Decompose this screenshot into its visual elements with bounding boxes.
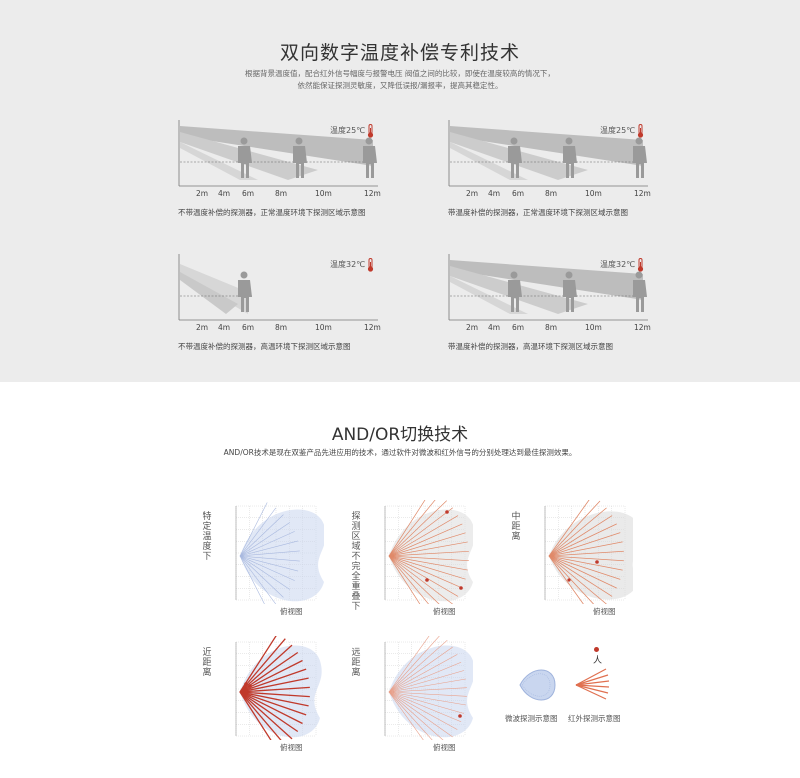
detection-panel: 温度25℃ 2m 4m 6m 8m 10m 12m 不带温度补偿的探测器，正常温度环境下探… (178, 118, 468, 218)
diagram-label: 近距离 (202, 648, 212, 678)
detection-pattern-diagram (544, 500, 633, 604)
person-silhouette (563, 137, 577, 178)
microwave-pattern-icon (519, 669, 556, 701)
person-silhouette (633, 137, 647, 178)
section1-title: 双向数字温度补偿专利技术 (279, 42, 520, 64)
distance-tick: 10m (585, 189, 602, 198)
diagram-label: 远距离 (351, 648, 361, 678)
infrared-pattern-icon (575, 668, 610, 700)
distance-tick: 2m (196, 323, 209, 332)
distance-tick: 8m (275, 189, 288, 198)
top-view-label: 俯视图 (433, 607, 456, 616)
distance-tick: 12m (634, 189, 651, 198)
distance-tick: 2m (466, 323, 479, 332)
distance-tick: 8m (275, 323, 288, 332)
detection-panel: 温度32℃ 2m 4m 6m 8m 10m 12m 不带温度补偿的探测器，高温环境下探测区… (178, 252, 468, 352)
distance-tick: 4m (218, 189, 231, 198)
section2-description: AND/OR技术是现在双鉴产品先进应用的技术，通过软件对微波和红外信号的分别处理… (223, 448, 577, 457)
person-silhouette (563, 271, 577, 312)
detection-zone-diagram (448, 120, 648, 187)
distance-tick: 8m (545, 323, 558, 332)
distance-tick: 6m (512, 189, 525, 198)
distance-tick: 6m (242, 323, 255, 332)
panel-caption: 带温度补偿的探测器，高温环境下探测区域示意图 (448, 342, 613, 351)
top-view-label: 俯视图 (280, 607, 303, 616)
distance-tick: 2m (466, 189, 479, 198)
thermometer-icon (637, 258, 644, 272)
diagram-label: 中距离 (511, 512, 521, 542)
detection-zone-diagram (178, 254, 378, 321)
thermometer-icon (367, 258, 374, 272)
detection-zone-diagram (178, 120, 378, 187)
temperature-label: 温度32℃ (600, 260, 636, 269)
legend-infrared-label: 红外探测示意图 (568, 714, 621, 723)
thermometer-icon (367, 124, 374, 138)
distance-tick: 6m (512, 323, 525, 332)
top-view-label: 俯视图 (280, 743, 303, 752)
intro-line-2: 依然能保证探测灵敏度，又降低误报/漏报率，提高其稳定性。 (297, 81, 503, 90)
intro-line-1: 根据背景温度值，配合红外信号幅度与报警电压 阀值之间的比较，即使在温度较高的情况… (245, 69, 555, 78)
section2-title: AND/OR切换技术 (331, 425, 469, 445)
thermometer-icon (637, 124, 644, 138)
panel-caption: 带温度补偿的探测器，正常温度环境下探测区域示意图 (448, 208, 628, 217)
top-view-label: 俯视图 (593, 607, 616, 616)
temperature-label: 温度32℃ (330, 260, 366, 269)
detection-zone-diagram (448, 254, 648, 321)
distance-tick: 12m (364, 189, 381, 198)
distance-tick: 10m (315, 323, 332, 332)
detection-pattern-diagram (384, 636, 473, 740)
person-silhouette (363, 137, 377, 178)
temperature-label: 温度25℃ (600, 126, 636, 135)
distance-tick: 12m (634, 323, 651, 332)
panel-caption: 不带温度补偿的探测器，正常温度环境下探测区域示意图 (178, 208, 366, 217)
detection-pattern-diagram (235, 502, 324, 604)
person-silhouette (293, 137, 307, 178)
distance-tick: 6m (242, 189, 255, 198)
detection-panel: 温度25℃ 2m 4m 6m 8m 10m 12m 带温度补偿的探测器，正常温度环境下探测… (448, 118, 738, 218)
distance-tick: 12m (364, 323, 381, 332)
detection-pattern-diagram (235, 636, 322, 740)
legend-person-marker (594, 647, 599, 652)
legend-microwave-label: 微波探测示意图 (505, 714, 558, 723)
diagram-label: 特定温度下 (202, 512, 212, 562)
distance-tick: 8m (545, 189, 558, 198)
person-silhouette (633, 271, 647, 312)
panel-caption: 不带温度补偿的探测器，高温环境下探测区域示意图 (178, 342, 351, 351)
person-silhouette (238, 137, 252, 178)
detection-panel: 温度32℃ 2m 4m 6m 8m 10m 12m 带温度补偿的探测器，高温环境下探测区域… (448, 252, 738, 352)
legend-person-label: 人 (593, 656, 603, 666)
distance-tick: 4m (488, 189, 501, 198)
distance-tick: 10m (315, 189, 332, 198)
temperature-compensation-section (0, 0, 800, 382)
distance-tick: 2m (196, 189, 209, 198)
top-view-label: 俯视图 (433, 743, 456, 752)
distance-tick: 10m (585, 323, 602, 332)
distance-tick: 4m (218, 323, 231, 332)
person-silhouette (238, 271, 252, 312)
diagram-label: 探测区域不完全重叠下 (351, 512, 361, 612)
temperature-label: 温度25℃ (330, 126, 366, 135)
detection-pattern-diagram (384, 500, 473, 604)
person-silhouette (508, 137, 522, 178)
distance-tick: 4m (488, 323, 501, 332)
person-silhouette (508, 271, 522, 312)
